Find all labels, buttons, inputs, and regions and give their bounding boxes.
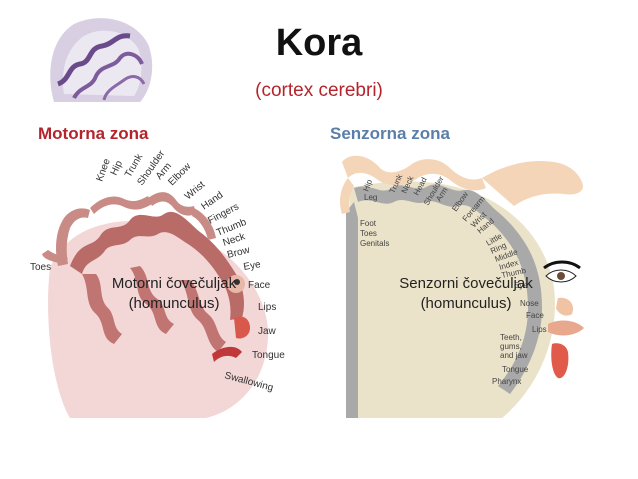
motor-label-wrist: Wrist (183, 179, 208, 202)
motor-caption-line2: (homunculus) (128, 295, 220, 312)
sensory-label-toes: Toes (360, 229, 377, 238)
sensory-label-genitals: Genitals (360, 239, 389, 248)
motor-label-lips: Lips (258, 302, 276, 313)
motor-homunculus-diagram: Knee Hip Trunk Shoulder Arm Elbow Wrist … (30, 148, 285, 418)
motor-label-toes: Toes (30, 262, 51, 273)
motor-label-elbow: Elbow (166, 161, 194, 189)
motor-homunculus-caption: Motorni čovečuljak (homunculus) (100, 274, 248, 314)
sensory-label-pharynx: Pharynx (492, 377, 521, 386)
sensory-label-nose: Nose (520, 299, 539, 308)
motor-caption-line1: Motorni čovečuljak (111, 275, 237, 292)
sensory-label-lips: Lips (532, 325, 547, 334)
sensory-label-leg: Leg (364, 193, 377, 202)
sensory-label-face: Face (526, 311, 544, 320)
sensory-label-foot: Foot (360, 219, 377, 228)
sensory-label-gums: gums, (500, 342, 522, 351)
page-title: Kora (275, 22, 363, 64)
page-subtitle: (cortex cerebri) (255, 80, 383, 101)
sensory-zone-heading: Senzorna zona (330, 124, 450, 143)
sensory-label-and-jaw: and jaw (500, 351, 528, 360)
sensory-homunculus-caption: Senzorni čovečuljak (homunculus) (390, 274, 542, 314)
motor-zone-heading: Motorna zona (38, 124, 149, 143)
sensory-caption-line1: Senzorni čovečuljak (399, 275, 533, 292)
sensory-label-hip: Hip (361, 178, 374, 193)
sensory-homunculus-diagram: Hip Leg Trunk Neck Head Shoulder Arm Elb… (340, 155, 584, 418)
motor-label-eye: Eye (243, 259, 262, 273)
brain-slice-image (44, 14, 154, 104)
sensory-label-tongue: Tongue (502, 365, 529, 374)
sensory-label-teeth: Teeth, (500, 333, 522, 342)
sensory-label-eye: Eye (514, 281, 528, 290)
motor-label-jaw: Jaw (258, 326, 277, 337)
sensory-caption-line2: (homunculus) (420, 295, 512, 312)
motor-label-face: Face (248, 280, 271, 291)
motor-label-tongue: Tongue (252, 350, 285, 361)
